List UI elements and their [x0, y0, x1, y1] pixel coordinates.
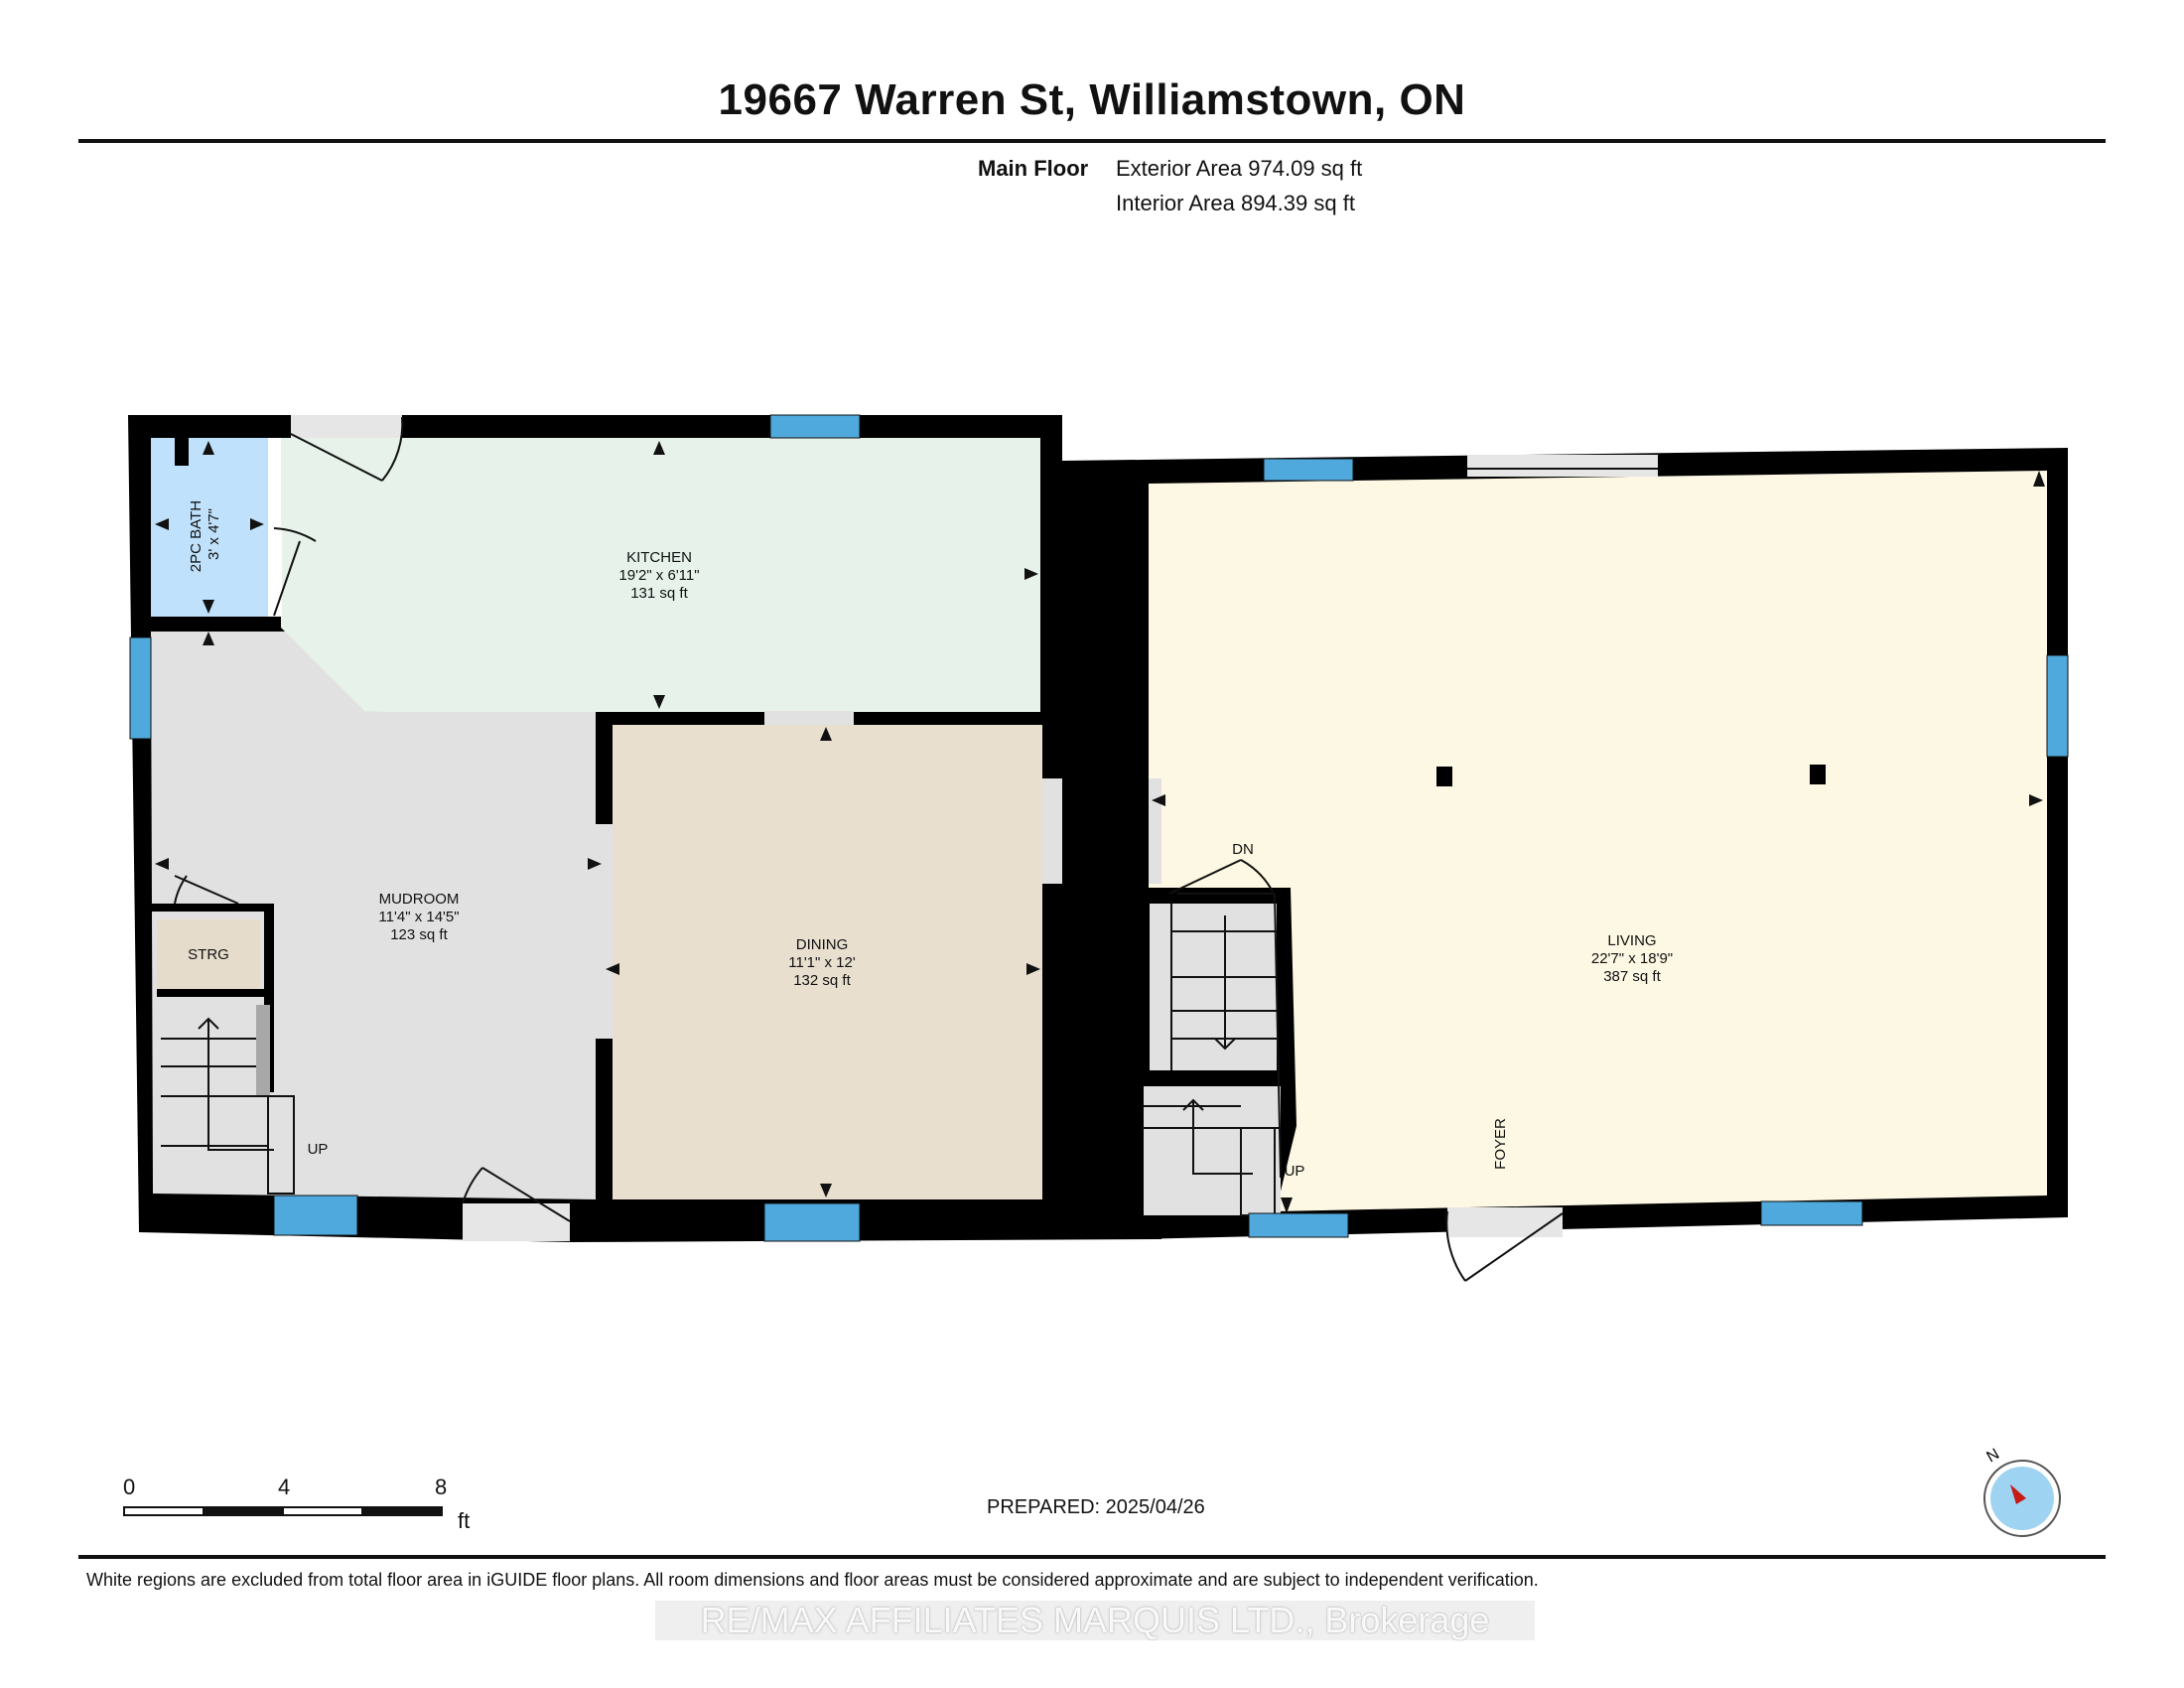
living-label: LIVING	[1607, 932, 1656, 949]
disclaimer-text: White regions are excluded from total fl…	[86, 1570, 1539, 1590]
dining-area: 132 sq ft	[793, 972, 851, 989]
column-2	[1810, 765, 1826, 784]
compass-north-label: N	[1984, 1446, 2003, 1467]
exterior-area: Exterior Area 974.09 sq ft	[1116, 156, 1363, 181]
mudroom-dims: 11'4" x 14'5"	[378, 909, 459, 925]
scale-bar: 0 4 8 ft	[123, 1475, 480, 1544]
foyer-label: FOYER	[1492, 1118, 1509, 1170]
dining-area	[613, 725, 1042, 1199]
compass-icon: N	[1983, 1446, 2061, 1537]
storage-walls	[151, 904, 272, 912]
scale-tick-8: 8	[435, 1475, 448, 1499]
mudroom-area: 123 sq ft	[390, 926, 448, 943]
page-title: 19667 Warren St, Williamstown, ON	[718, 75, 1466, 124]
left-stairs	[161, 1005, 295, 1195]
kitchen-area	[281, 438, 1040, 712]
storage-area	[157, 919, 260, 989]
stair-up-left-label: UP	[308, 1141, 329, 1158]
scale-segment-3	[282, 1506, 363, 1516]
scale-segment-1	[123, 1506, 205, 1516]
storage-label: STRG	[188, 946, 229, 963]
living-dims: 22'7" x 18'9"	[1591, 950, 1673, 967]
column-1	[1436, 767, 1452, 786]
interior-area: Interior Area 894.39 sq ft	[1116, 191, 1355, 215]
scale-segment-4	[361, 1506, 443, 1516]
scale-tick-4: 4	[278, 1475, 291, 1499]
living-area: 387 sq ft	[1603, 968, 1661, 985]
living-area	[1149, 471, 2047, 1213]
bath-label: 2PC BATH 3' x 4'7"	[188, 496, 222, 572]
stair-up-right-label: UP	[1285, 1163, 1305, 1180]
scale-segment-2	[203, 1506, 284, 1516]
scale-tick-0: 0	[123, 1475, 136, 1499]
kitchen-dims: 19'2" x 6'11"	[618, 567, 699, 584]
door-swings	[174, 415, 1278, 1241]
stair-down-label: DN	[1232, 841, 1254, 858]
windows-right	[1248, 458, 2069, 1238]
dining-label: DINING	[796, 936, 849, 953]
windows-left	[129, 414, 861, 1242]
scale-unit: ft	[458, 1508, 471, 1533]
dimension-arrows	[155, 441, 2045, 1213]
kitchen-label: KITCHEN	[626, 549, 692, 566]
footer-divider	[78, 1555, 2106, 1559]
floor-label: Main Floor	[978, 156, 1089, 181]
prepared-date: PREPARED: 2025/04/26	[987, 1496, 1205, 1518]
brokerage-watermark: RE/MAX AFFILIATES MARQUIS LTD., Brokerag…	[655, 1601, 1535, 1640]
dining-dims: 11'1" x 12'	[788, 954, 856, 971]
kitchen-area: 131 sq ft	[630, 585, 688, 602]
mudroom-label: MUDROOM	[379, 891, 460, 908]
header-divider	[78, 139, 2106, 143]
bath-area	[151, 438, 268, 617]
right-stairs	[1144, 893, 1282, 1216]
